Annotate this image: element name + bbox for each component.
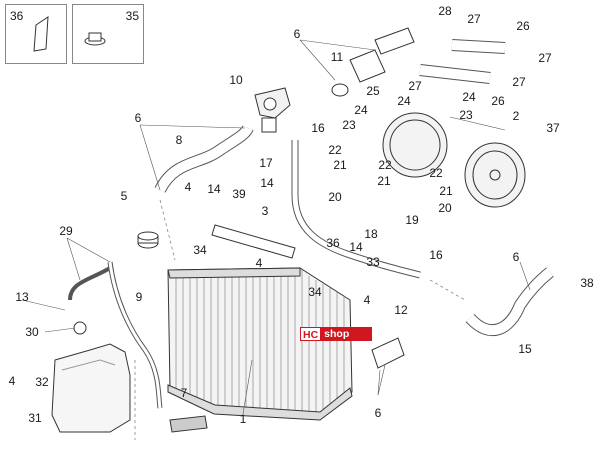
callout-label: 29 xyxy=(59,224,73,238)
callout-label: 34 xyxy=(193,243,207,257)
callout-label: 31 xyxy=(28,411,42,425)
inset-number: 35 xyxy=(125,9,139,23)
callout-label: 27 xyxy=(408,79,422,93)
callout-label: 10 xyxy=(229,73,243,87)
callout-label: 20 xyxy=(328,190,342,204)
callout-label: 9 xyxy=(135,290,143,304)
callout-label: 6 xyxy=(134,111,142,125)
callout-label: 6 xyxy=(374,406,382,420)
callout-label: 21 xyxy=(333,158,347,172)
hcshop-watermark: HC shop xyxy=(300,327,372,341)
callout-label: 15 xyxy=(518,342,532,356)
callout-label: 18 xyxy=(364,227,378,241)
callout-label: 23 xyxy=(459,108,473,122)
o-ring-icon xyxy=(33,16,49,52)
watermark-part2: shop xyxy=(321,327,372,341)
callout-label: 27 xyxy=(467,12,481,26)
callout-label: 16 xyxy=(429,248,443,262)
callout-label: 14 xyxy=(260,176,274,190)
callout-label: 28 xyxy=(438,4,452,18)
callout-label: 1 xyxy=(239,412,247,426)
callout-label: 32 xyxy=(35,375,49,389)
cooling-fan xyxy=(382,112,526,208)
callout-label: 16 xyxy=(311,121,325,135)
callout-label: 23 xyxy=(342,118,356,132)
callout-label: 21 xyxy=(439,184,453,198)
callout-label: 14 xyxy=(207,182,221,196)
callout-label: 26 xyxy=(491,94,505,108)
expansion-tank xyxy=(51,321,131,433)
callout-label: 4 xyxy=(184,180,192,194)
callout-label: 30 xyxy=(25,325,39,339)
callout-label: 33 xyxy=(366,255,380,269)
callout-label: 6 xyxy=(512,250,520,264)
callout-label: 38 xyxy=(580,276,594,290)
grommet-icon xyxy=(84,32,106,46)
callout-label: 22 xyxy=(378,158,392,172)
callout-label: 3 xyxy=(261,204,269,218)
callout-label: 24 xyxy=(354,103,368,117)
callout-label: 4 xyxy=(8,374,16,388)
callout-label: 27 xyxy=(512,75,526,89)
callout-label: 14 xyxy=(349,240,363,254)
callout-label: 11 xyxy=(330,50,344,64)
callout-label: 34 xyxy=(308,285,322,299)
callout-label: 26 xyxy=(516,19,530,33)
callout-label: 7 xyxy=(180,386,188,400)
callout-label: 27 xyxy=(538,51,552,65)
watermark-part1: HC xyxy=(300,327,322,341)
callout-label: 37 xyxy=(546,121,560,135)
callout-label: 8 xyxy=(175,133,183,147)
callout-label: 4 xyxy=(255,256,263,270)
callout-label: 39 xyxy=(232,187,246,201)
callout-label: 13 xyxy=(15,290,29,304)
inset-number: 36 xyxy=(10,9,24,23)
callout-label: 12 xyxy=(394,303,408,317)
callout-label: 22 xyxy=(429,166,443,180)
callout-label: 19 xyxy=(405,213,419,227)
callout-label: 17 xyxy=(259,156,273,170)
callout-label: 4 xyxy=(363,293,371,307)
inset-grommet: 35 xyxy=(72,4,144,64)
callout-label: 36 xyxy=(326,236,340,250)
callout-label: 25 xyxy=(366,84,380,98)
inset-seal: 36 xyxy=(5,4,67,64)
callout-label: 5 xyxy=(120,189,128,203)
callout-label: 20 xyxy=(438,201,452,215)
radiator xyxy=(167,267,353,421)
callout-label: 2 xyxy=(512,109,520,123)
callout-label: 24 xyxy=(397,94,411,108)
callout-label: 6 xyxy=(293,27,301,41)
callout-label: 21 xyxy=(377,174,391,188)
callout-label: 24 xyxy=(462,90,476,104)
callout-label: 22 xyxy=(328,143,342,157)
